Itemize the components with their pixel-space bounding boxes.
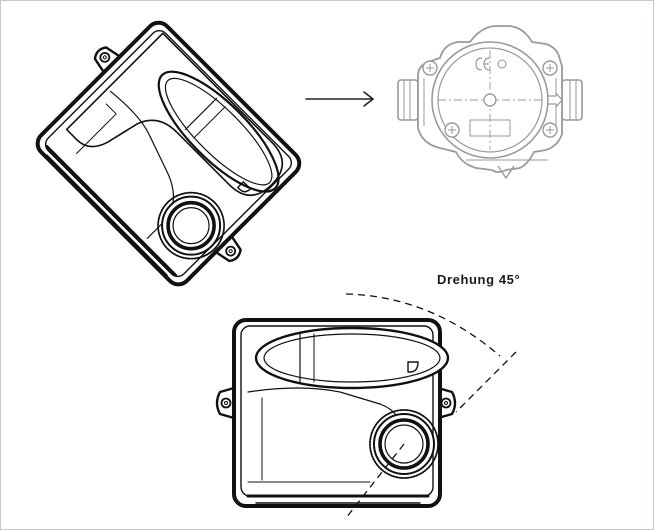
screw-bottom-right <box>542 122 558 138</box>
screw-bottom-left <box>444 122 460 138</box>
screw-top-left <box>422 60 438 76</box>
rotation-label: Drehung 45° <box>437 272 521 287</box>
adjustment-knob <box>157 191 225 260</box>
mounting-ear-left <box>215 386 236 420</box>
mounting-ear-right <box>211 231 242 263</box>
ce-mark-icon <box>475 57 491 71</box>
pipe-connector-right <box>561 79 583 121</box>
valve-body-drawing <box>397 25 583 179</box>
rotated-device-top-left <box>35 20 302 287</box>
screw-top-right <box>542 60 558 76</box>
upright-device-bottom <box>215 318 457 508</box>
mounting-ear-left <box>93 46 125 77</box>
mounting-ear-right <box>436 386 457 420</box>
pipe-connector-left <box>397 79 419 121</box>
rotation-arc-icon <box>345 293 517 519</box>
arrow-right-icon <box>305 91 375 107</box>
